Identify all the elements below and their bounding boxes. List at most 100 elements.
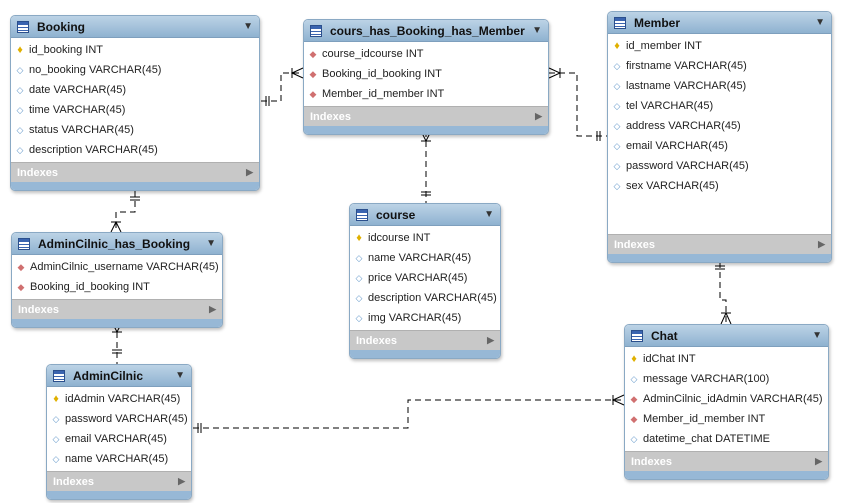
link-member-junction xyxy=(549,72,607,137)
attribute-diamond-icon: ◇ xyxy=(16,144,24,155)
attribute-diamond-icon: ◇ xyxy=(355,272,363,283)
column-row[interactable]: ◇name VARCHAR(45) xyxy=(47,449,191,469)
column-text: AdminCilnic_idAdmin VARCHAR(45) xyxy=(643,393,823,405)
table-footer xyxy=(47,491,191,499)
column-row[interactable]: ◇ price VARCHAR(45) xyxy=(350,268,500,288)
expand-arrow-icon[interactable]: ▶ xyxy=(209,304,216,314)
collapse-arrow-icon[interactable]: ▼ xyxy=(532,25,542,36)
column-row[interactable]: ◆Member_id_member INT xyxy=(625,409,828,429)
column-row[interactable]: ◇password VARCHAR(45) xyxy=(47,409,191,429)
table-footer xyxy=(608,254,831,262)
column-row[interactable]: ◇no_booking VARCHAR(45) xyxy=(11,60,259,80)
column-text: Booking_id_booking INT xyxy=(30,281,150,293)
indexes-section[interactable]: Indexes▶ xyxy=(625,451,828,471)
column-row[interactable]: ◆AdminCilnic_idAdmin VARCHAR(45) xyxy=(625,389,828,409)
column-text: idAdmin VARCHAR(45) xyxy=(65,393,181,405)
table-header[interactable]: AdminCilnic_has_Booking ▼ xyxy=(12,233,222,255)
column-text: tel VARCHAR(45) xyxy=(626,100,714,112)
table-footer xyxy=(12,319,222,327)
column-list: ♦idAdmin VARCHAR(45) ◇password VARCHAR(4… xyxy=(47,387,191,471)
column-row[interactable]: ◇message VARCHAR(100) xyxy=(625,369,828,389)
primary-key-icon: ♦ xyxy=(631,353,637,365)
primary-key-icon: ♦ xyxy=(17,44,23,56)
marker-course-one xyxy=(421,191,431,196)
column-text: img VARCHAR(45) xyxy=(368,312,462,324)
table-header[interactable]: AdminCilnic ▼ xyxy=(47,365,191,387)
column-row[interactable]: ◇password VARCHAR(45) xyxy=(608,156,831,176)
column-row[interactable]: ◆AdminCilnic_username VARCHAR(45) xyxy=(12,257,222,277)
collapse-arrow-icon[interactable]: ▼ xyxy=(484,209,494,220)
column-row[interactable]: ♦idChat INT xyxy=(625,349,828,369)
expand-arrow-icon[interactable]: ▶ xyxy=(535,111,542,121)
column-row[interactable]: ◇tel VARCHAR(45) xyxy=(608,96,831,116)
collapse-arrow-icon[interactable]: ▼ xyxy=(175,370,185,381)
expand-arrow-icon[interactable]: ▶ xyxy=(818,239,825,249)
table-header[interactable]: course ▼ xyxy=(350,204,500,226)
column-row[interactable]: ♦id_member INT xyxy=(608,36,831,56)
column-row[interactable]: ◇status VARCHAR(45) xyxy=(11,120,259,140)
column-row[interactable]: ♦idAdmin VARCHAR(45) xyxy=(47,389,191,409)
foreign-key-icon: ◆ xyxy=(630,413,638,424)
column-row[interactable]: ◆Booking_id_booking INT xyxy=(12,277,222,297)
collapse-arrow-icon[interactable]: ▼ xyxy=(206,238,216,249)
collapse-arrow-icon[interactable]: ▼ xyxy=(815,17,825,28)
column-row[interactable]: ♦ id_booking INT xyxy=(11,40,259,60)
column-row[interactable]: ♦idcourse INT xyxy=(350,228,500,248)
table-header[interactable]: Chat ▼ xyxy=(625,325,828,347)
indexes-label: Indexes xyxy=(614,238,655,251)
column-row[interactable]: ◇datetime_chat DATETIME xyxy=(625,429,828,449)
indexes-section[interactable]: Indexes ▶ xyxy=(608,234,831,254)
table-icon xyxy=(53,369,65,382)
column-row[interactable]: ◇email VARCHAR(45) xyxy=(47,429,191,449)
table-title: Booking xyxy=(37,19,85,34)
column-text: id_booking INT xyxy=(29,44,103,56)
foreign-key-icon: ◆ xyxy=(309,68,317,79)
column-row[interactable]: ◇img VARCHAR(45) xyxy=(350,308,500,328)
column-row[interactable]: ◆Booking_id_booking INT xyxy=(304,64,548,84)
table-chat[interactable]: Chat ▼ ♦idChat INT ◇message VARCHAR(100)… xyxy=(624,324,829,480)
table-member[interactable]: Member ▼ ♦id_member INT ◇firstname VARCH… xyxy=(607,11,832,263)
column-row[interactable]: ◇description VARCHAR(45) xyxy=(350,288,500,308)
marker-junction-right-many xyxy=(548,67,562,79)
column-row[interactable]: ◆course_idcourse INT xyxy=(304,44,548,64)
table-header[interactable]: Booking ▼ xyxy=(11,16,259,38)
column-row[interactable]: ◇sex VARCHAR(45) xyxy=(608,176,831,196)
column-row[interactable]: ◇name VARCHAR(45) xyxy=(350,248,500,268)
expand-arrow-icon[interactable]: ▶ xyxy=(246,167,253,177)
indexes-section[interactable]: Indexes▶ xyxy=(11,162,259,182)
collapse-arrow-icon[interactable]: ▼ xyxy=(243,21,253,32)
table-header[interactable]: cours_has_Booking_has_Member ▼ xyxy=(304,20,548,42)
indexes-section[interactable]: Indexes▶ xyxy=(47,471,191,491)
expand-arrow-icon[interactable]: ▶ xyxy=(815,456,822,466)
column-list: ♦idChat INT ◇message VARCHAR(100) ◆Admin… xyxy=(625,347,828,451)
column-row[interactable]: ◇email VARCHAR(45) xyxy=(608,136,831,156)
expand-arrow-icon[interactable]: ▶ xyxy=(178,476,185,486)
attribute-diamond-icon: ◇ xyxy=(630,433,638,444)
primary-key-icon: ♦ xyxy=(356,232,362,244)
column-row[interactable]: ◇time VARCHAR(45) xyxy=(11,100,259,120)
table-cours-has-booking-has-member[interactable]: cours_has_Booking_has_Member ▼ ◆course_i… xyxy=(303,19,549,135)
table-icon xyxy=(614,16,626,29)
table-admincilnic-has-booking[interactable]: AdminCilnic_has_Booking ▼ ◆AdminCilnic_u… xyxy=(11,232,223,328)
column-row[interactable]: ◇lastname VARCHAR(45) xyxy=(608,76,831,96)
column-row[interactable]: ◇firstname VARCHAR(45) xyxy=(608,56,831,76)
attribute-diamond-icon: ◇ xyxy=(613,80,621,91)
column-row[interactable]: ◇address VARCHAR(45) xyxy=(608,116,831,136)
collapse-arrow-icon[interactable]: ▼ xyxy=(812,330,822,341)
expand-arrow-icon[interactable]: ▶ xyxy=(487,335,494,345)
column-text: price VARCHAR(45) xyxy=(368,272,468,284)
column-row[interactable]: ◆Member_id_member INT xyxy=(304,84,548,104)
indexes-section[interactable]: Indexes▶ xyxy=(350,330,500,350)
table-admincilnic[interactable]: AdminCilnic ▼ ♦idAdmin VARCHAR(45) ◇pass… xyxy=(46,364,192,500)
table-course[interactable]: course ▼ ♦idcourse INT ◇name VARCHAR(45)… xyxy=(349,203,501,359)
table-booking[interactable]: Booking ▼ ♦ id_booking INT ◇no_booking VA… xyxy=(10,15,260,191)
column-text: name VARCHAR(45) xyxy=(65,453,169,465)
column-list: ◆AdminCilnic_username VARCHAR(45) ◆Booki… xyxy=(12,255,222,299)
indexes-section[interactable]: Indexes▶ xyxy=(12,299,222,319)
foreign-key-icon: ◆ xyxy=(17,261,25,272)
column-row[interactable]: ◇date VARCHAR(45) xyxy=(11,80,259,100)
indexes-section[interactable]: Indexes▶ xyxy=(304,106,548,126)
marker-chat-top-many xyxy=(720,311,732,325)
column-row[interactable]: ◇description VARCHAR(45) xyxy=(11,140,259,160)
table-header[interactable]: Member ▼ xyxy=(608,12,831,34)
